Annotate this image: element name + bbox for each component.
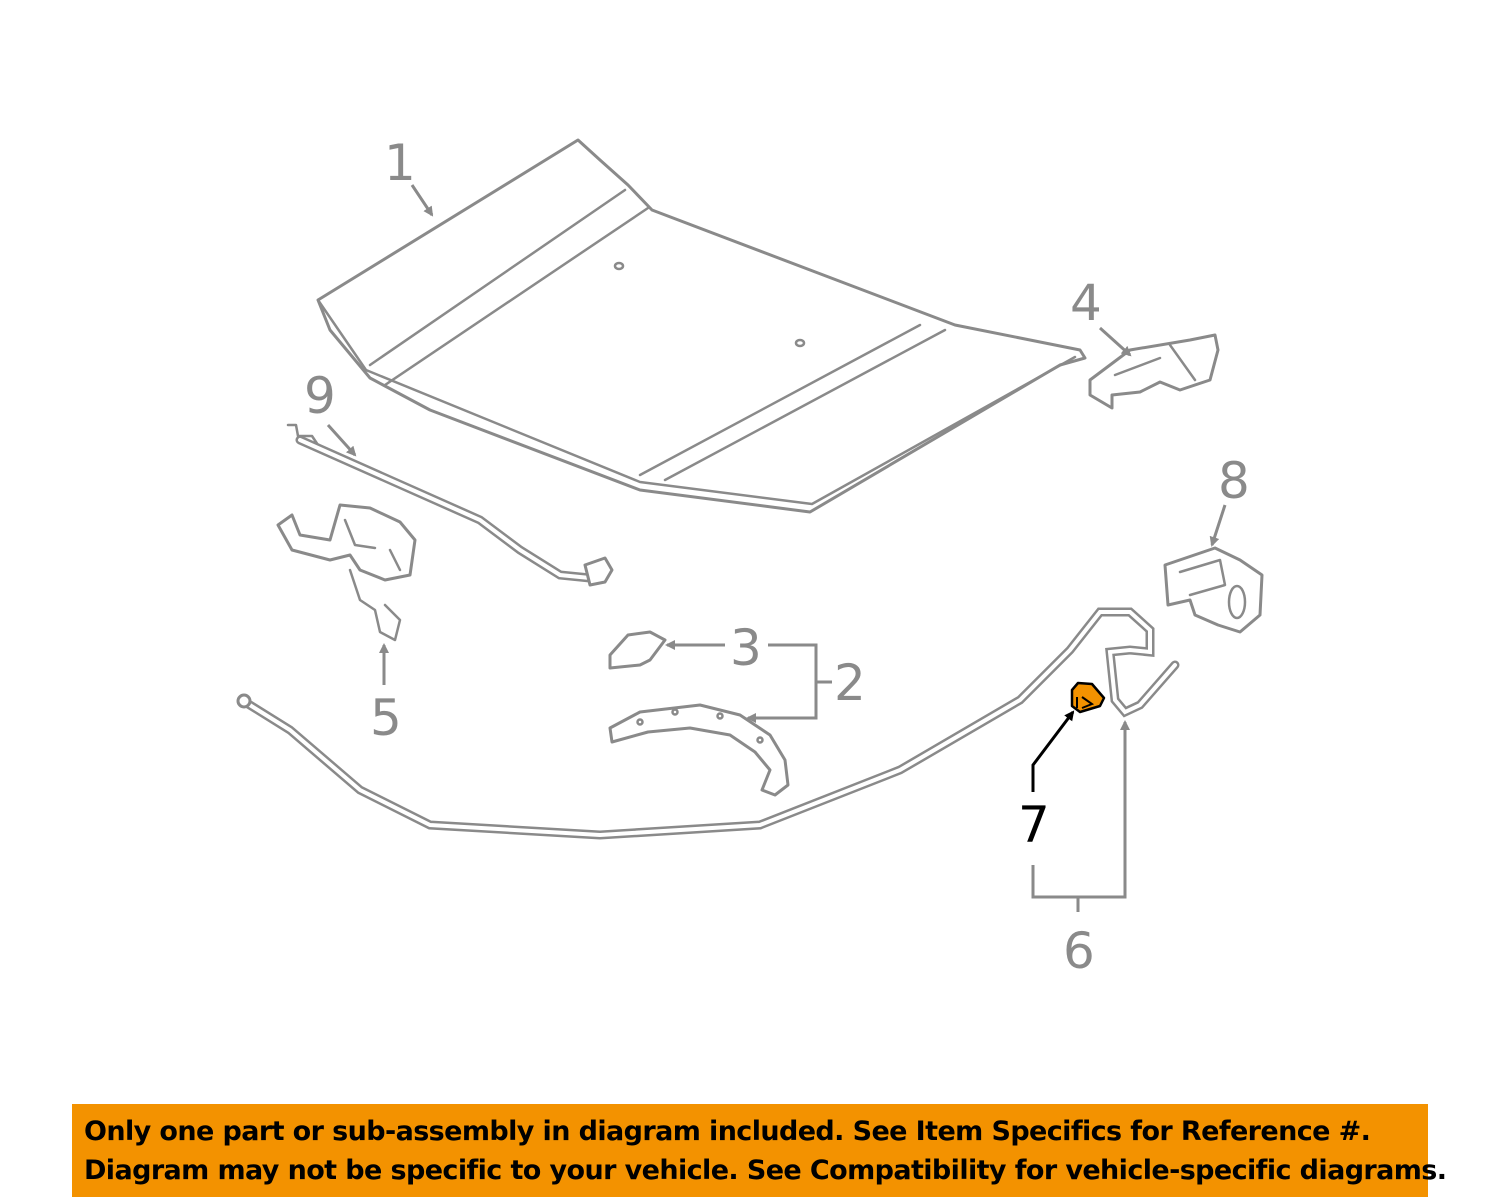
- cable-part-9[interactable]: [286, 423, 614, 587]
- release-cable-part-6[interactable]: [236, 607, 1180, 840]
- hinge-part-8[interactable]: [1163, 546, 1264, 634]
- bracket-part-3[interactable]: [608, 630, 667, 670]
- hood-hinge-part[interactable]: [1088, 333, 1220, 410]
- callout-4: 4: [1070, 274, 1102, 332]
- callout-5: 5: [370, 689, 402, 747]
- latch-part[interactable]: [276, 503, 417, 642]
- callout-7: 7: [1018, 796, 1050, 854]
- callout-1: 1: [384, 134, 416, 192]
- seal-part-2[interactable]: [608, 703, 790, 797]
- hood-part[interactable]: [316, 138, 1087, 514]
- callout-3: 3: [730, 619, 762, 677]
- parts-diagram: 1 2 3 4 5 6 7 8 9: [236, 134, 1264, 980]
- callout-8: 8: [1218, 452, 1250, 510]
- callout-9: 9: [304, 367, 336, 425]
- callout-6: 6: [1063, 922, 1095, 980]
- leader-lines: [326, 184, 1227, 912]
- disclaimer-banner: Only one part or sub-assembly in diagram…: [72, 1104, 1447, 1197]
- banner-line-2: Diagram may not be specific to your vehi…: [84, 1155, 1447, 1186]
- callout-2: 2: [834, 654, 866, 712]
- clip-part-7-highlighted[interactable]: [1070, 681, 1106, 714]
- banner-line-1: Only one part or sub-assembly in diagram…: [84, 1116, 1371, 1147]
